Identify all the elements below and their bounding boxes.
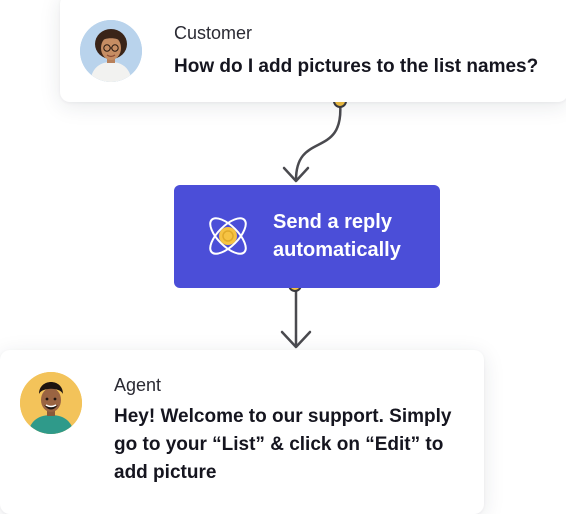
- atom-icon: [209, 217, 247, 255]
- connector-customer-to-action: [294, 100, 342, 182]
- agent-avatar: [20, 372, 82, 434]
- agent-message-card: Agent Hey! Welcome to our support. Simpl…: [0, 350, 484, 514]
- customer-role-label: Customer: [174, 23, 253, 43]
- agent-role-label: Agent: [114, 375, 162, 395]
- auto-reply-label: Send a reply automatically: [273, 211, 401, 261]
- auto-reply-action[interactable]: Send a reply automatically: [174, 185, 440, 288]
- arrow-head-down-icon: [282, 166, 310, 183]
- agent-message-text: Hey! Welcome to our support. Simply go t…: [114, 406, 452, 483]
- customer-avatar: [80, 20, 142, 82]
- customer-message-text: How do I add pictures to the list names?: [174, 56, 539, 77]
- arrow-head-down-icon: [280, 330, 312, 349]
- customer-message-card: Customer How do I add pictures to the li…: [60, 0, 566, 102]
